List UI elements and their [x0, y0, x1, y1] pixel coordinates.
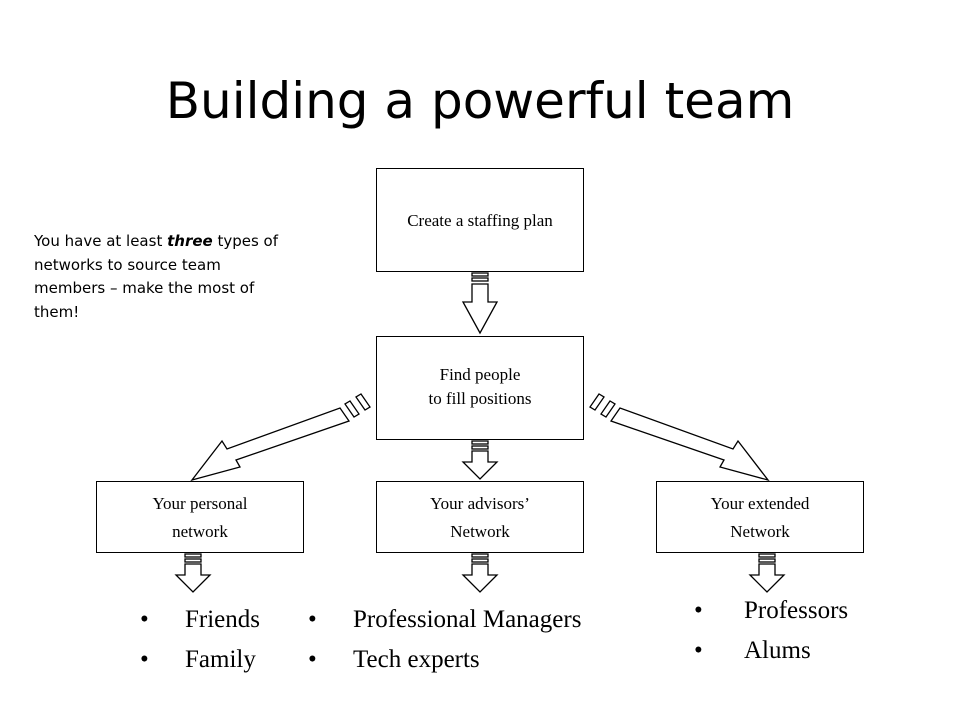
list-item: • Professors	[694, 591, 848, 631]
arrow-find-to-advisors	[461, 440, 499, 480]
box-advisors-line1: Your advisors’	[430, 494, 530, 513]
personal-bullet-list: • Friends • Family	[140, 600, 260, 680]
list-item: • Alums	[694, 631, 848, 671]
box-find-people: Find people to fill positions	[376, 336, 584, 440]
box-extended-network: Your extended Network	[656, 481, 864, 553]
slide-title: Building a powerful team	[165, 72, 795, 130]
list-item: • Tech experts	[308, 640, 581, 680]
box-find-people-line2: to fill positions	[428, 389, 532, 408]
arrow-staffing-to-find	[461, 272, 499, 335]
arrow-find-to-personal	[190, 393, 371, 482]
note-text: You have at least three types of network…	[34, 230, 294, 324]
box-advisors-network: Your advisors’ Network	[376, 481, 584, 553]
box-personal-line1: Your personal	[152, 494, 248, 513]
list-item-text: Professional Managers	[353, 606, 582, 633]
bullet: •	[140, 646, 149, 673]
box-advisors-line2: Network	[450, 522, 510, 541]
bullet: •	[694, 637, 703, 664]
list-item-text: Professors	[744, 597, 849, 624]
bullet: •	[308, 646, 317, 673]
note-part2: types of networks to source team members…	[34, 232, 279, 321]
box-extended-line2: Network	[730, 522, 790, 541]
note-emphasis: three	[167, 232, 213, 250]
arrow-extended-to-bullets	[748, 553, 786, 593]
list-item: • Professional Managers	[308, 600, 581, 640]
box-personal-network: Your personal network	[96, 481, 304, 553]
arrow-personal-to-bullets	[174, 553, 212, 593]
list-item: • Family	[140, 640, 260, 680]
list-item: • Friends	[140, 600, 260, 640]
arrow-advisors-to-bullets	[461, 553, 499, 593]
bullet: •	[694, 597, 703, 624]
box-extended-line1: Your extended	[710, 494, 810, 513]
arrow-find-to-extended	[589, 393, 770, 482]
box-staffing-plan-label: Create a staffing plan	[407, 211, 553, 230]
box-find-people-line1: Find people	[439, 365, 521, 384]
list-item-text: Tech experts	[353, 646, 480, 673]
box-personal-line2: network	[172, 522, 228, 541]
box-staffing-plan: Create a staffing plan	[376, 168, 584, 272]
advisors-bullet-list: • Professional Managers • Tech experts	[308, 600, 581, 680]
note-part1: You have at least	[34, 232, 168, 250]
bullet: •	[308, 606, 317, 633]
list-item-text: Family	[185, 646, 256, 673]
list-item-text: Alums	[744, 637, 811, 664]
bullet: •	[140, 606, 149, 633]
extended-bullet-list: • Professors • Alums	[694, 591, 848, 671]
list-item-text: Friends	[185, 606, 260, 633]
